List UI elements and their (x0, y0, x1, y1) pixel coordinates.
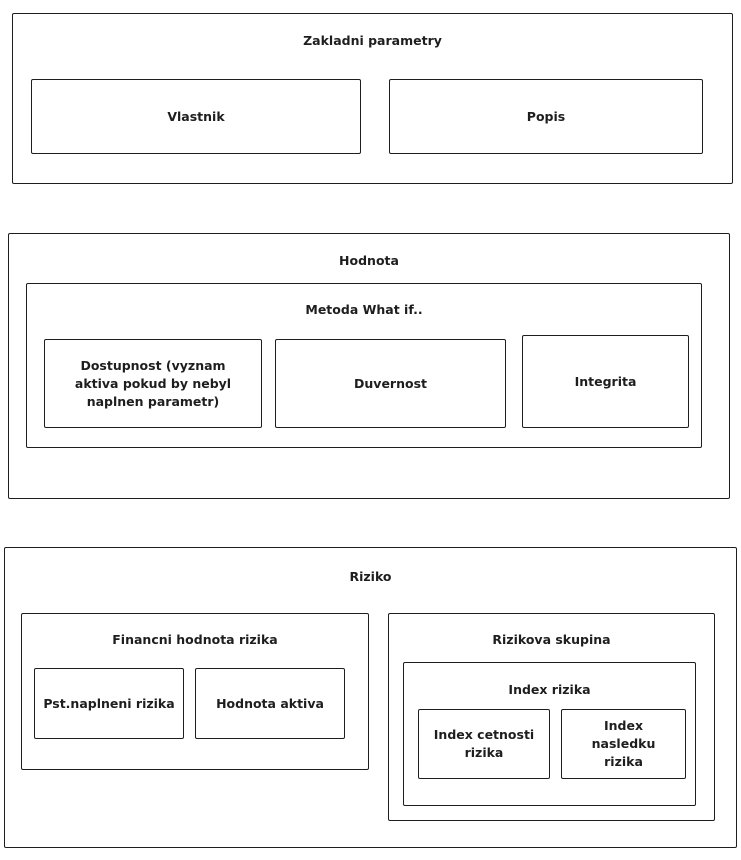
node-popis: Popis (389, 79, 703, 154)
group-rizikova-skupina-title: Rizikova skupina (492, 632, 611, 647)
node-dostupnost: Dostupnost (vyznam aktiva pokud by nebyl… (44, 339, 262, 428)
node-duvernost: Duvernost (275, 339, 506, 428)
group-hodnota-title: Hodnota (339, 253, 399, 268)
node-hodnota-aktiva: Hodnota aktiva (195, 668, 345, 739)
node-integrita: Integrita (522, 335, 689, 428)
node-index-nasledku-rizika: Index nasledku rizika (561, 709, 686, 779)
node-index-cetnosti-rizika: Index cetnosti rizika (418, 709, 550, 779)
node-vlastnik: Vlastnik (31, 79, 361, 154)
group-zakladni-parametry-title: Zakladni parametry (303, 33, 442, 48)
group-financni-hodnota-rizika-title: Financni hodnota rizika (112, 632, 278, 647)
node-pst-naplneni-rizika: Pst.naplneni rizika (34, 668, 184, 739)
group-metoda-what-if-title: Metoda What if.. (305, 302, 423, 317)
group-index-rizika-title: Index rizika (508, 682, 591, 697)
group-riziko-title: Riziko (349, 569, 392, 584)
